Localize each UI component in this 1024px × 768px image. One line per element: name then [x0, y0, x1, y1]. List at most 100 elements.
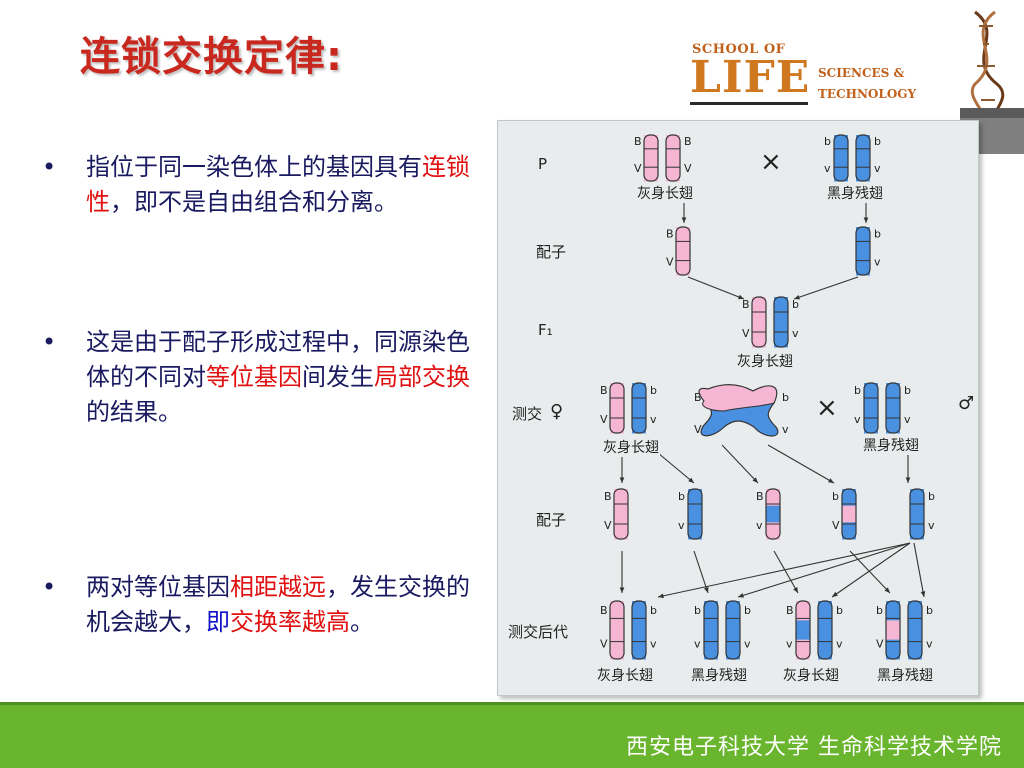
f1-pair-chromosome-left-segment [752, 313, 766, 331]
testcross-female-pair-allele-label: v [650, 413, 657, 426]
p-gray-long-pair-chromosome-left [643, 134, 659, 182]
offspring-black-vestigial-chromosome-right-segment [726, 601, 740, 621]
gamete2-parental-black-chromosome-segment [688, 505, 702, 523]
offspring-gray-long-chromosome-right-segment [632, 620, 646, 641]
offspring-recombinant-1-chromosome-left-segment [796, 620, 810, 641]
label-gamete-1: 配子 [536, 243, 567, 261]
gamete1-black-chromosome-segment [856, 227, 870, 244]
testcross-female-pair-chromosome-right [631, 382, 647, 434]
cross-symbol-p: × [760, 147, 782, 177]
f1-pair-chromosome-left [751, 296, 767, 348]
p-gray-long-pair-chromosome-right-segment [666, 150, 680, 167]
gamete1-gray-allele-label: B [666, 228, 674, 241]
offspring-recombinant-2-chromosome-left-segment [886, 601, 900, 621]
offspring-recombinant-1-allele-label: b [836, 604, 843, 617]
f1-pair-chromosome-right-segment [774, 313, 788, 331]
arrow-g-o-3 [773, 550, 799, 594]
testcross-male-pair-allele-label: v [854, 413, 861, 426]
bullet-text-part: 间发生 [302, 363, 374, 391]
phenotype-offspring-1: 灰身长翅 [596, 665, 654, 685]
female-symbol-icon: ♀ [550, 401, 564, 422]
offspring-recombinant-2-allele-label: V [876, 637, 884, 650]
offspring-recombinant-2-chromosome-left [885, 600, 901, 660]
offspring-gray-long-allele-label: b [650, 604, 657, 617]
p-gray-long-pair-chromosome-right-segment [666, 135, 680, 151]
offspring-recombinant-1-allele-label: v [786, 637, 793, 650]
gamete1-gray-chromosome-segment [676, 227, 690, 244]
testcross-male-pair-allele-label: v [904, 413, 911, 426]
f1-pair-chromosome-right-segment [774, 297, 788, 315]
offspring-black-vestigial-allele-label: v [744, 637, 751, 650]
offspring-gray-long-allele-label: V [600, 637, 608, 650]
p-gray-long-pair-allele-label: B [684, 135, 692, 148]
logo-life: LIFE [690, 52, 811, 103]
offspring-recombinant-2-allele-label: b [926, 604, 933, 617]
testcross-female-pair-allele-label: B [600, 384, 608, 397]
offspring-recombinant-1-allele-label: B [786, 604, 794, 617]
bullet-text-part: 的结果。 [86, 398, 182, 426]
offspring-black-vestigial-chromosome-right-segment [726, 620, 740, 641]
logo-school-of: SCHOOL OF [692, 42, 786, 57]
testcross-female-pair-chromosome-right-segment [632, 416, 646, 434]
arrow-gamete-f1-right [793, 276, 859, 300]
label-gamete-2: 配子 [536, 511, 567, 529]
phenotype-offspring-4: 黑身残翅 [876, 665, 934, 685]
arrow-male-o-1-head [658, 593, 664, 599]
testcross-male-pair-chromosome-right-segment [886, 399, 900, 417]
p-black-vestigial-pair-chromosome-left-segment [834, 135, 848, 151]
f1-pair-chromosome-right-segment [774, 330, 788, 348]
offspring-recombinant-1-allele-label: v [836, 637, 843, 650]
gamete2-recombinant-1-allele-label: B [756, 490, 764, 503]
phenotype-tc-gray-long: 灰身长翅 [602, 437, 660, 457]
logo-technology: TECHNOLOGY [818, 87, 917, 101]
arrow-p-gamete-right-head [863, 217, 869, 223]
p-gray-long-pair-chromosome-right [665, 134, 681, 182]
p-black-vestigial-pair-allele-label: v [824, 162, 831, 175]
gamete2-recombinant-2-allele-label: b [832, 490, 839, 503]
offspring-recombinant-1-chromosome-left-segment [796, 639, 810, 660]
bullet-marker: • [42, 153, 57, 181]
arrow-gamete-f1-right-head [794, 294, 800, 300]
testcross-male-pair-allele-label: b [904, 384, 911, 397]
gamete2-recombinant-2-chromosome-segment [842, 505, 856, 523]
logo-underline [690, 102, 808, 105]
offspring-gray-long-chromosome-right-segment [632, 601, 646, 621]
offspring-recombinant-1-chromosome-right-segment [818, 601, 832, 621]
p-gray-long-pair-allele-label: V [684, 162, 692, 175]
offspring-gray-long-chromosome-left-segment [610, 639, 624, 660]
crossover-allele-label: B [694, 391, 702, 404]
testcross-female-pair-chromosome-left [609, 382, 625, 434]
gamete2-parental-gray-chromosome [613, 488, 629, 540]
offspring-gray-long-chromosome-left [609, 600, 625, 660]
offspring-gray-long-chromosome-left-segment [610, 601, 624, 621]
p-gray-long-pair-chromosome-left-segment [644, 150, 658, 167]
arrow-tc-g-3-head [752, 477, 758, 483]
gamete2-parental-black-chromosome-segment [688, 522, 702, 540]
bullet-item-linkage: • 指位于同一染色体上的基因具有连锁性，即不是自由组合和分离。 [40, 150, 470, 220]
gamete1-black-allele-label: b [874, 228, 881, 241]
phenotype-p-black-vestigial: 黑身残翅 [826, 183, 884, 203]
arrow-g-o-2-head [704, 587, 709, 593]
gamete1-black-chromosome-segment [856, 259, 870, 276]
testcross-female-pair-chromosome-right-segment [632, 383, 646, 401]
arrow-tc-g-3 [721, 444, 759, 484]
gamete1-gray-chromosome-segment [676, 259, 690, 276]
testcross-female-pair-chromosome-left-segment [610, 383, 624, 401]
arrow-male-o-3 [831, 542, 911, 598]
p-gray-long-pair-chromosome-right-segment [666, 165, 680, 182]
offspring-recombinant-1-chromosome-left [795, 600, 811, 660]
testcross-male-pair-chromosome-right [885, 382, 901, 434]
bullet-text: 两对等位基因相距越远，发生交换的机会越大，即交换率越高。 [86, 570, 470, 640]
offspring-recombinant-2-chromosome-right [907, 600, 923, 660]
offspring-black-vestigial-allele-label: v [694, 637, 701, 650]
phenotype-tc-black-vestigial: 黑身残翅 [862, 435, 920, 455]
arrow-tc-g-2 [657, 452, 695, 484]
arrow-g-o-3-head [793, 587, 798, 593]
gamete2-male-black-chromosome-segment [910, 522, 924, 540]
highlight-alleles: 等位基因 [206, 363, 302, 391]
gamete2-recombinant-2-chromosome [841, 488, 857, 540]
testcross-female-pair-chromosome-right-segment [632, 399, 646, 417]
offspring-gray-long-chromosome-right-segment [632, 639, 646, 660]
offspring-recombinant-1-chromosome-right-segment [818, 620, 832, 641]
